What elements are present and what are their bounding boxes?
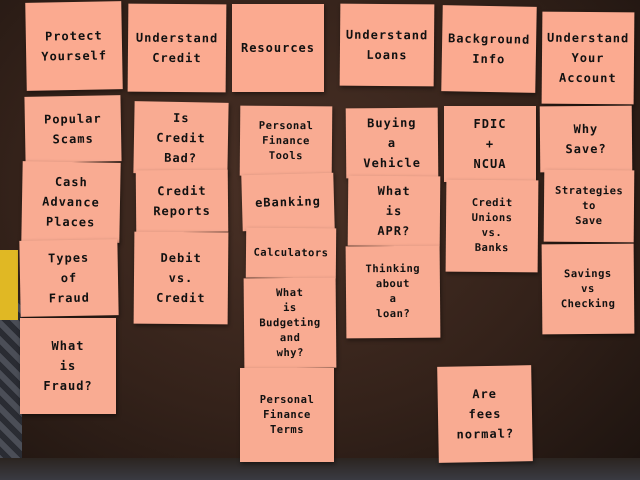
sticky-note: Personal Finance Terms [240,368,334,462]
sticky-note: What is Fraud? [20,318,116,414]
note-text: Debit vs. Credit [156,250,206,306]
sticky-note: Popular Scams [24,95,122,163]
note-text: Strategies to Save [554,184,624,227]
note-text: Personal Finance Tools [258,119,314,162]
note-text: What is Fraud? [43,339,93,393]
note-text: Why Save? [565,121,607,157]
yellow-object [0,250,18,320]
note-text: Calculators [253,246,329,259]
sticky-note: What is Budgeting and why? [243,277,337,369]
note-text: Are fees normal? [456,386,515,442]
sticky-note: Credit Reports [135,169,229,233]
sticky-note: Strategies to Save [543,169,635,243]
sticky-note: Savings vs Checking [541,243,635,335]
sticky-note: Is Credit Bad? [133,101,229,175]
note-text: What is APR? [377,183,411,239]
note-text: Is Credit Bad? [156,110,206,166]
note-text: Buying a Vehicle [363,115,422,171]
note-text: Resources [240,41,316,55]
sticky-note: Calculators [245,227,337,279]
note-text: What is Budgeting and why? [259,286,321,359]
sticky-note: Credit Unions vs. Banks [445,179,539,273]
sticky-note: What is APR? [347,175,441,247]
note-text: Protect Yourself [41,28,108,64]
note-text: Personal Finance Terms [259,393,315,436]
note-text: Popular Scams [43,111,102,147]
note-text: Thinking about a loan? [365,262,421,321]
sticky-note: eBanking [241,172,335,232]
note-text: Understand Your Account [546,30,630,86]
sticky-note: Why Save? [539,105,633,173]
note-text: Credit Unions vs. Banks [471,196,513,255]
sticky-note-header: Protect Yourself [25,1,123,91]
note-text: Cash Advance Places [42,174,100,230]
note-text: Understand Loans [345,27,429,63]
sticky-note-header: Understand Credit [127,3,227,93]
sticky-note-header: Understand Your Account [541,11,635,105]
sticky-note: Personal Finance Tools [239,105,333,177]
note-text: eBanking [254,194,322,210]
sticky-note: Debit vs. Credit [133,231,229,325]
sticky-note-header: Background Info [441,5,537,93]
sticky-note: Are fees normal? [437,365,533,463]
sticky-note: FDIC + NCUA [444,106,536,182]
floor [0,458,640,480]
note-text: Savings vs Checking [560,267,616,310]
note-text: FDIC + NCUA [473,117,507,171]
sticky-note: Thinking about a loan? [345,245,441,339]
sticky-note: Cash Advance Places [21,161,121,243]
note-text: Types of Fraud [47,250,91,306]
sticky-note-header: Resources [232,4,324,92]
note-text: Credit Reports [153,183,211,219]
note-text: Background Info [447,31,531,67]
sticky-note-header: Understand Loans [339,3,435,87]
rug-edge [0,300,22,480]
note-text: Understand Credit [135,30,219,66]
sticky-note: Buying a Vehicle [345,107,439,179]
sticky-note: Types of Fraud [19,239,119,317]
